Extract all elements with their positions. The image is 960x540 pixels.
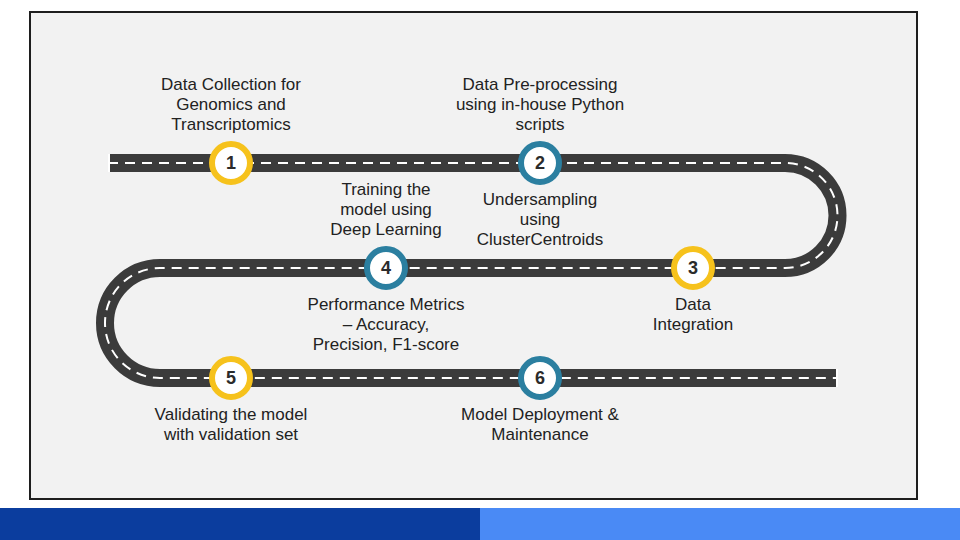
road-end [108,154,110,172]
road-dashes [105,163,838,378]
step-label: Performance Metrics – Accuracy, Precisio… [304,295,469,355]
footer-bar [480,508,960,540]
step-label: Undersampling using ClusterCentroids [465,190,615,250]
step-number: 4 [381,258,391,278]
step-label: Model Deployment & Maintenance [450,405,630,445]
roadmap-step: 3Data Integration [643,246,743,335]
step-number: 1 [226,153,236,173]
road-end [836,369,838,387]
step-label: Data Collection for Genomics and Transcr… [142,75,320,135]
step-number: 3 [688,258,698,278]
step-circle: 1 [209,141,253,185]
roadmap-step: Data Collection for Genomics and Transcr… [142,75,320,185]
step-label: Training the model using Deep Learning [321,180,451,240]
step-number: 5 [226,368,236,388]
step-circle: 6 [518,356,562,400]
roadmap-step: Training the model using Deep Learning 4P… [304,180,469,355]
footer-bar [0,508,480,540]
roadmap-step: 6Model Deployment & Maintenance [450,356,630,445]
step-circle: 4 [364,246,408,290]
step-number: 2 [535,153,545,173]
roadmap-step: 5Validating the model with validation se… [139,356,324,445]
road [105,163,838,378]
step-circle: 3 [671,246,715,290]
step-circle: 5 [209,356,253,400]
step-label: Validating the model with validation set [139,405,324,445]
roadmap-step: Data Pre-processing using in-house Pytho… [448,75,633,250]
step-circle: 2 [518,141,562,185]
step-label: Data Integration [643,295,743,335]
step-label: Data Pre-processing using in-house Pytho… [448,75,633,135]
step-number: 6 [535,368,545,388]
